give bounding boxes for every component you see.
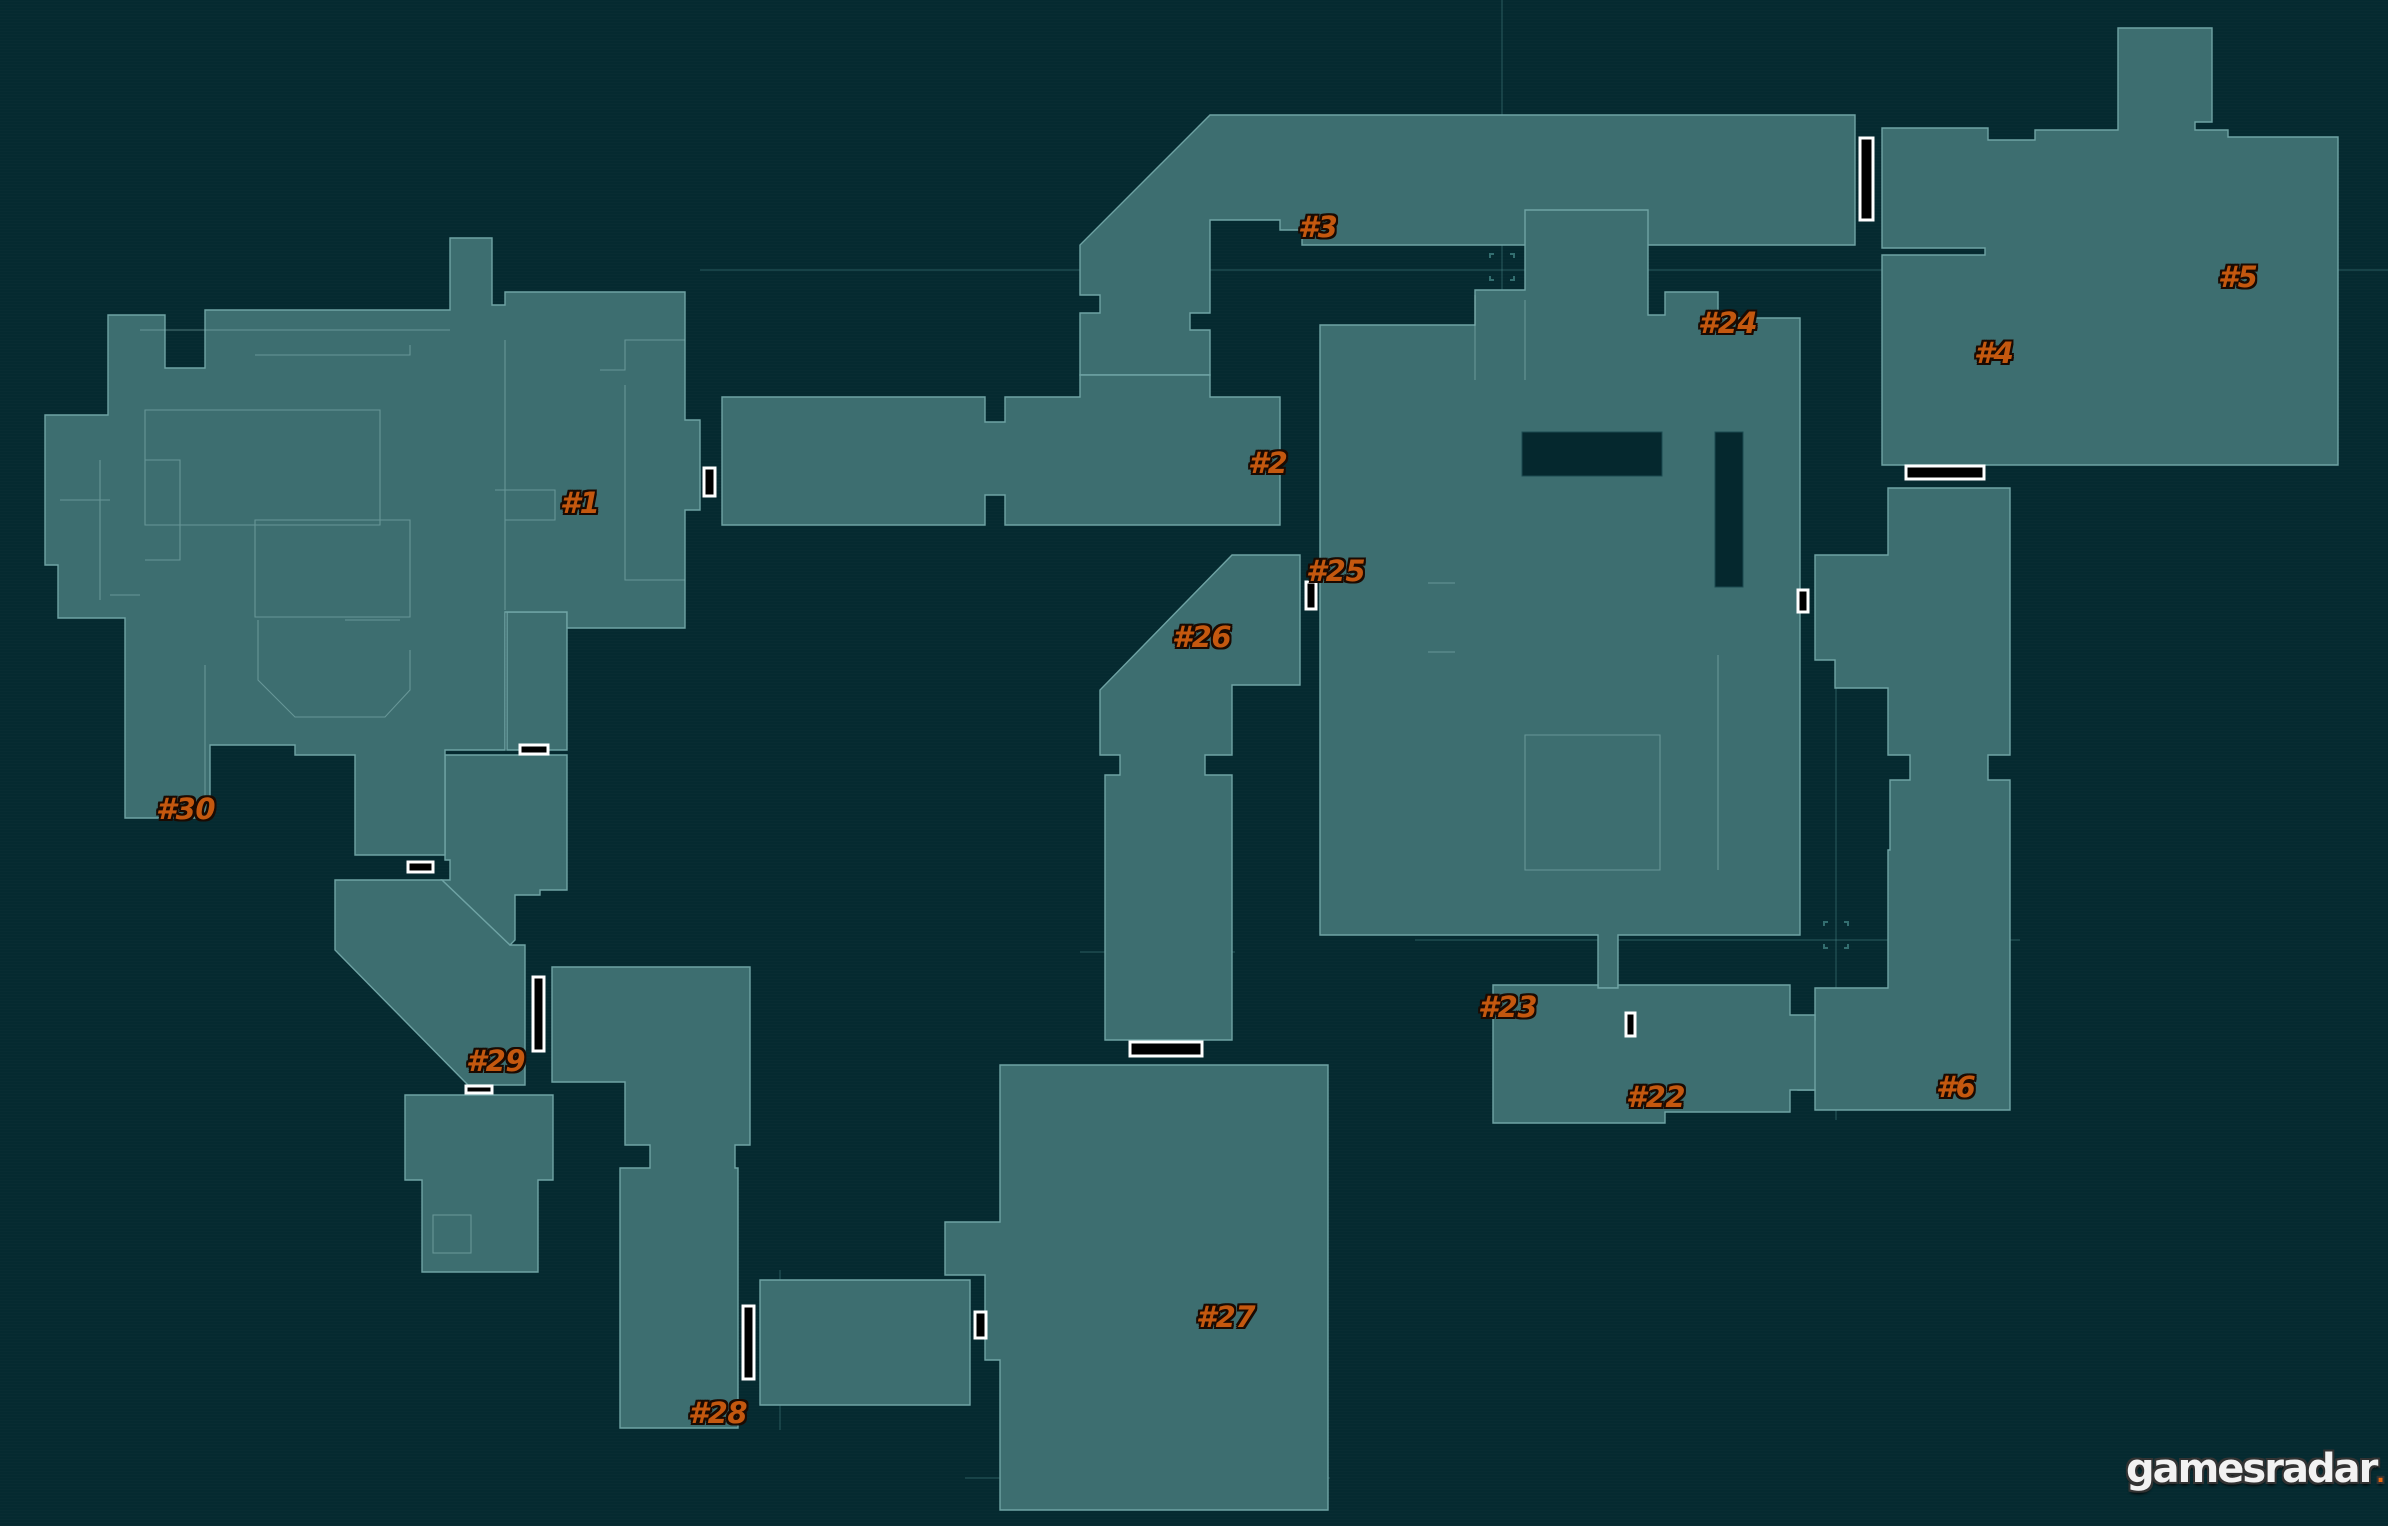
door-29 [531, 975, 546, 1053]
door-1-2 [702, 466, 717, 498]
room-label-5: #5 [2218, 260, 2258, 294]
room-label-3: #3 [1298, 210, 1338, 244]
room-28 [759, 1279, 971, 1406]
room-label-4: #4 [1974, 336, 2014, 370]
room-label-22: #22 [1626, 1080, 1686, 1114]
room-label-6: #6 [1936, 1070, 1976, 1104]
room-label-28: #28 [688, 1396, 748, 1430]
room-label-1: #1 [560, 486, 600, 520]
door-30-29 [406, 860, 435, 874]
room-22-23 [1492, 984, 1816, 1124]
room-28-corridor [551, 966, 751, 1429]
door-27-28 [973, 1310, 988, 1340]
room-2 [721, 374, 1281, 526]
room-26 [1099, 554, 1301, 1041]
room-4-5 [1881, 27, 2339, 466]
central-wall-block [1521, 431, 1663, 477]
room-label-25: #25 [1306, 554, 1366, 588]
door-28 [741, 1304, 756, 1381]
logo-dot: . [2376, 1463, 2384, 1488]
door-26-27 [1128, 1040, 1204, 1058]
door-29-lower [464, 1084, 494, 1095]
door-24-6 [1796, 588, 1810, 614]
door-25 [1304, 580, 1318, 611]
doors [406, 136, 1986, 1381]
room-connector-east [506, 611, 568, 751]
crosshair-icon [1489, 253, 1515, 281]
room-label-27: #27 [1196, 1300, 1256, 1334]
door-22-23 [1624, 1011, 1637, 1038]
room-label-30: #30 [156, 792, 216, 826]
room-6 [1797, 487, 2011, 1111]
room-label-29: #29 [466, 1044, 526, 1078]
room-27 [944, 1064, 1329, 1511]
logo-text: gamesradar [2126, 1446, 2378, 1492]
room-1-30 [44, 237, 701, 856]
room-label-23: #23 [1478, 990, 1538, 1024]
crosshair-icons [1489, 253, 1849, 949]
door-3-5 [1858, 136, 1875, 222]
gamesradar-logo: gamesradar. [2126, 1446, 2385, 1492]
central-wall-pillar [1714, 431, 1744, 588]
room-29-crate [432, 1214, 472, 1254]
room-label-24: #24 [1698, 306, 1758, 340]
door-1-south [518, 743, 550, 756]
room-label-26: #26 [1172, 620, 1232, 654]
room-29-lower [404, 1094, 554, 1273]
crosshair-icon [1823, 921, 1849, 949]
room-connector-south [440, 754, 568, 946]
door-4-6 [1904, 464, 1986, 481]
room-label-2: #2 [1248, 446, 1288, 480]
room-3 [1079, 114, 1856, 376]
